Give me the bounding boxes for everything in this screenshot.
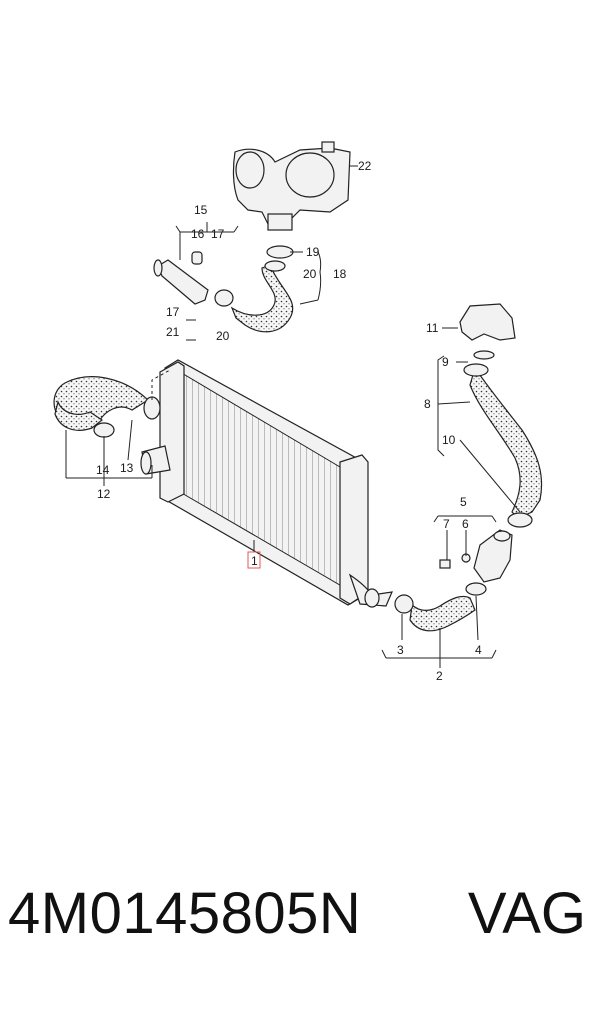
label-18: 18 [333, 267, 347, 281]
label-13: 13 [120, 461, 134, 475]
intercooler [140, 359, 393, 608]
part-1-highlight [247, 551, 261, 569]
label-20-upper: 20 [303, 267, 317, 281]
right-assembly [394, 303, 543, 632]
footer: 4M0145805N VAG [0, 880, 600, 990]
upper-hose [230, 245, 294, 333]
label-7: 7 [443, 517, 450, 531]
label-3: 3 [397, 643, 404, 657]
callout-labels: 1 2 3 4 5 6 7 8 9 10 11 12 13 14 15 16 1… [96, 159, 482, 683]
label-5: 5 [460, 495, 467, 509]
label-17-left: 17 [166, 305, 180, 319]
label-22: 22 [358, 159, 372, 173]
parts-diagram: 1 2 3 4 5 6 7 8 9 10 11 12 13 14 15 16 1… [53, 141, 543, 683]
label-15: 15 [194, 203, 208, 217]
label-11: 11 [426, 321, 439, 335]
label-6: 6 [462, 517, 469, 531]
label-17-top: 17 [211, 227, 225, 241]
brand-name: VAG [467, 881, 586, 946]
label-1: 1 [251, 554, 258, 568]
leader-lines [65, 165, 521, 668]
label-20-lower: 20 [216, 329, 230, 343]
label-10: 10 [442, 433, 456, 447]
label-4: 4 [475, 643, 482, 657]
label-21: 21 [166, 325, 180, 339]
label-12: 12 [97, 487, 111, 501]
left-hose [53, 376, 161, 438]
label-9: 9 [442, 355, 449, 369]
label-2: 2 [436, 669, 443, 683]
part-number: 4M0145805N [8, 881, 362, 946]
label-8: 8 [424, 397, 431, 411]
label-16: 16 [191, 227, 205, 241]
label-19: 19 [306, 245, 320, 259]
turbocharger [232, 141, 351, 231]
charge-pipe [153, 251, 234, 307]
label-14: 14 [96, 463, 110, 477]
